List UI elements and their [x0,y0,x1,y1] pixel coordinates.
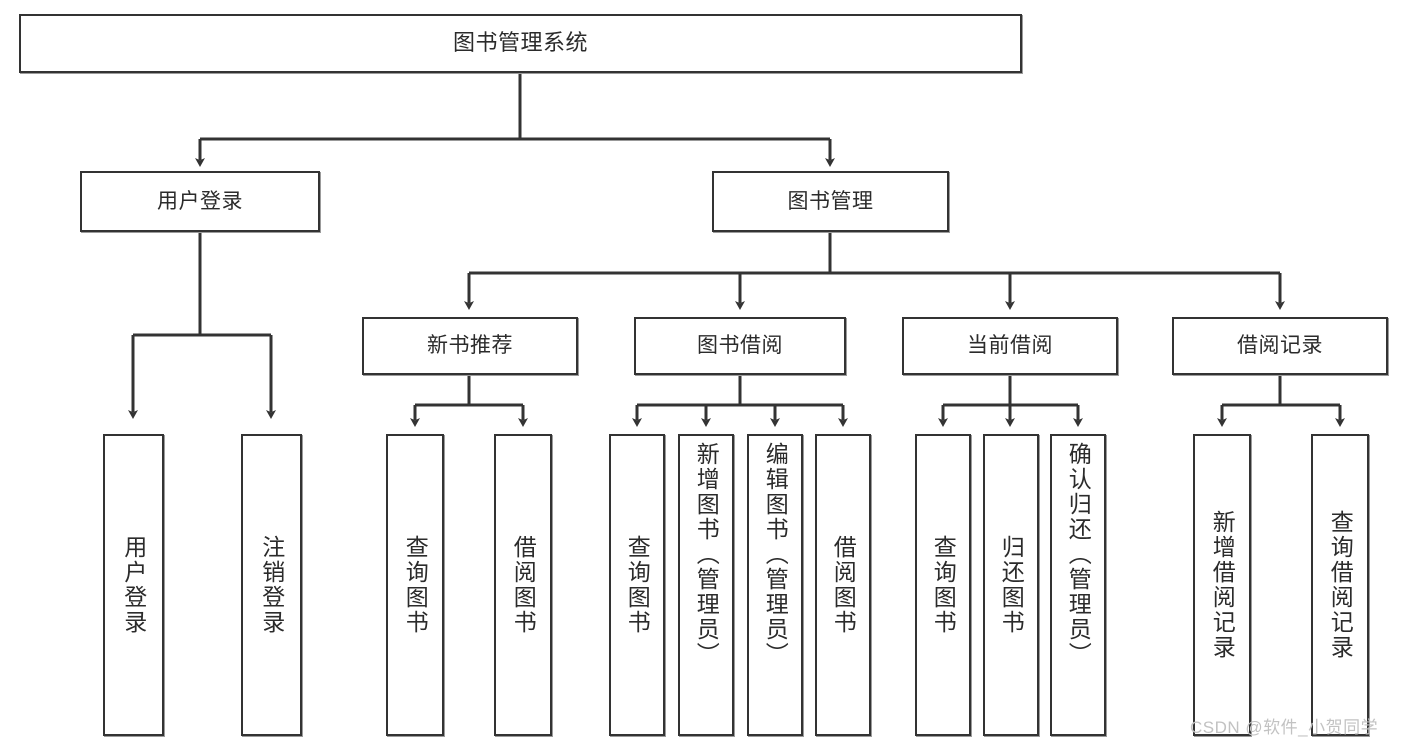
leaf-current-borrow-query[interactable]: 查询图书 [915,434,971,736]
leaf-book-borrow-borrow-label: 借阅图书 [830,535,857,635]
node-current-borrowing[interactable]: 当前借阅 [902,317,1118,375]
leaf-borrow-record-add-label: 新增借阅记录 [1209,510,1236,660]
leaf-user-login-logout-label: 注销登录 [258,535,285,635]
node-borrowing-record-label: 借阅记录 [1237,334,1323,358]
leaf-current-borrow-confirm-label: 确认归还（管理员） [1065,442,1092,667]
leaf-new-book-query[interactable]: 查询图书 [386,434,444,736]
leaf-user-login-logout[interactable]: 注销登录 [241,434,302,736]
node-book-borrowing[interactable]: 图书借阅 [634,317,846,375]
leaf-user-login-login[interactable]: 用户登录 [103,434,164,736]
leaf-current-borrow-query-label: 查询图书 [930,535,957,635]
node-book-borrowing-label: 图书借阅 [697,334,783,358]
leaf-new-book-query-label: 查询图书 [402,535,429,635]
leaf-current-borrow-return-label: 归还图书 [998,535,1025,635]
node-book-management[interactable]: 图书管理 [712,171,949,232]
leaf-current-borrow-return[interactable]: 归还图书 [983,434,1039,736]
leaf-book-borrow-add-label: 新增图书（管理员） [693,442,720,667]
leaf-current-borrow-confirm[interactable]: 确认归还（管理员） [1050,434,1106,736]
csdn-watermark: CSDN @软件_小贺同学 [1190,718,1379,737]
leaf-new-book-borrow[interactable]: 借阅图书 [494,434,552,736]
node-root[interactable]: 图书管理系统 [19,14,1022,73]
node-current-borrowing-label: 当前借阅 [967,334,1053,358]
leaf-borrow-record-query[interactable]: 查询借阅记录 [1311,434,1369,736]
leaf-book-borrow-query[interactable]: 查询图书 [609,434,665,736]
node-user-login[interactable]: 用户登录 [80,171,320,232]
leaf-borrow-record-add[interactable]: 新增借阅记录 [1193,434,1251,736]
node-borrowing-record[interactable]: 借阅记录 [1172,317,1388,375]
leaf-borrow-record-query-label: 查询借阅记录 [1327,510,1354,660]
node-new-book-recommendation-label: 新书推荐 [427,334,513,358]
leaf-book-borrow-borrow[interactable]: 借阅图书 [815,434,871,736]
leaf-new-book-borrow-label: 借阅图书 [510,535,537,635]
leaf-book-borrow-add[interactable]: 新增图书（管理员） [678,434,734,736]
node-root-label: 图书管理系统 [452,30,588,56]
node-book-management-label: 图书管理 [787,189,874,213]
leaf-book-borrow-edit-label: 编辑图书（管理员） [762,442,789,667]
leaf-book-borrow-query-label: 查询图书 [624,535,651,635]
leaf-book-borrow-edit[interactable]: 编辑图书（管理员） [747,434,803,736]
node-user-login-label: 用户登录 [157,189,243,213]
node-new-book-recommendation[interactable]: 新书推荐 [362,317,578,375]
leaf-user-login-login-label: 用户登录 [120,535,147,635]
